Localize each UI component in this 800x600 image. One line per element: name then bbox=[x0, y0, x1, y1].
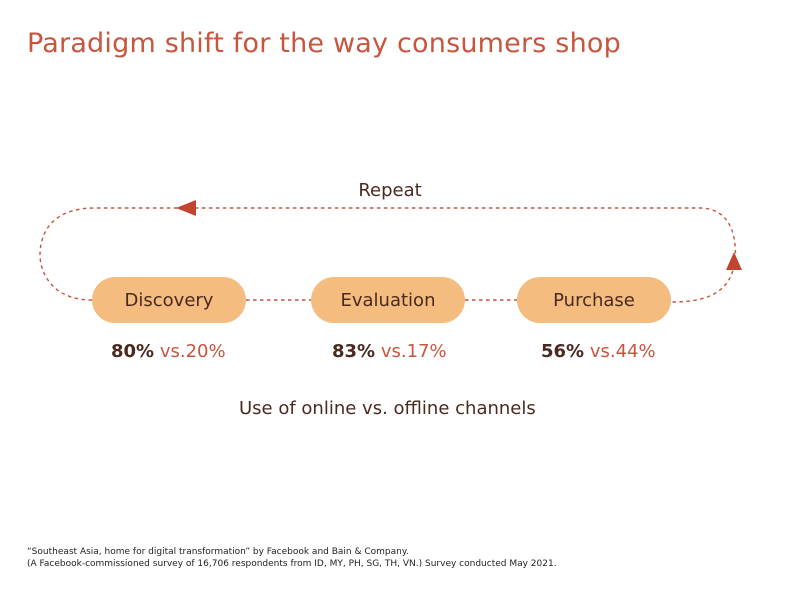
stat-evaluation-offline: vs.17% bbox=[380, 341, 447, 362]
stat-purchase-online: 56% bbox=[541, 341, 585, 362]
stat-discovery: 80% vs.20% bbox=[111, 341, 226, 362]
repeat-label: Repeat bbox=[358, 180, 422, 201]
stat-purchase-offline: vs.44% bbox=[589, 341, 656, 362]
stage-discovery: Discovery bbox=[92, 277, 246, 323]
survey-footnote: (A Facebook-commissioned survey of 16,70… bbox=[27, 559, 557, 569]
stage-purchase: Purchase bbox=[517, 277, 671, 323]
arrow-left-icon bbox=[176, 200, 196, 216]
arrow-up-icon bbox=[726, 252, 742, 270]
stage-evaluation: Evaluation bbox=[311, 277, 465, 323]
stat-evaluation: 83% vs.17% bbox=[332, 341, 447, 362]
page-title: Paradigm shift for the way consumers sho… bbox=[27, 28, 621, 59]
channels-subtitle: Use of online vs. offline channels bbox=[239, 398, 536, 419]
stat-discovery-offline: vs.20% bbox=[159, 341, 226, 362]
stat-purchase: 56% vs.44% bbox=[541, 341, 656, 362]
stat-discovery-online: 80% bbox=[111, 341, 155, 362]
source-footnote: “Southeast Asia, home for digital transf… bbox=[27, 547, 409, 557]
stat-evaluation-online: 83% bbox=[332, 341, 376, 362]
